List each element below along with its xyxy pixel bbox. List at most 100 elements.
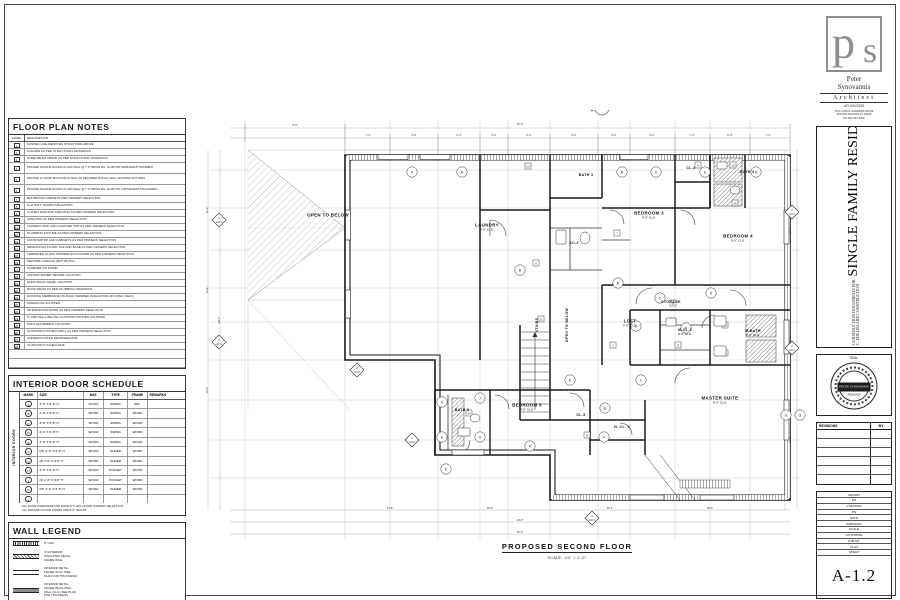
note-description: ROOFING MEMBRANE ON RIGID TAPERED INSULA… [27,294,134,299]
svg-text:13'-2": 13'-2" [205,387,209,394]
revision-description[interactable] [817,457,871,466]
revision-row[interactable] [817,457,891,467]
sheet-info-value: 03/05/2021 [817,521,891,527]
door-remarks [148,428,185,437]
revision-row[interactable] [817,439,891,449]
door-schedule-title: INTERIOR DOOR SCHEDULE [9,376,185,392]
revision-by[interactable] [871,466,891,474]
room-name: BATH 4 [739,170,755,174]
door-mark: H [20,466,38,475]
revision-row[interactable] [817,430,891,440]
door-size: 2'-4" X 6'-8" H [38,428,84,437]
revision-row[interactable] [817,475,891,485]
svg-text:34'-0": 34'-0" [517,518,524,522]
note-description: TEMPERED GLASS SHOWER ENCLOSURE AS PER O… [27,252,134,257]
title-block: p s Peter Synovannis Architect AR 001333… [816,12,892,599]
svg-text:7'-4": 7'-4" [365,133,370,137]
sheet-info-value: PS [817,498,891,504]
note-mark: 20 [9,287,25,293]
svg-text:9: 9 [586,434,588,438]
note-mark: 14 [9,245,25,251]
svg-text:11'-4": 11'-4" [788,227,792,233]
note-mark: 8 [9,203,25,209]
svg-text:9'-8": 9'-8" [411,133,416,137]
svg-text:7: 7 [616,232,618,236]
room-ceiling-height: 9'-0" CLG. [622,323,638,328]
door-col-type: TYPE [104,392,128,399]
note-description: LAUNDRY SINK AND COUNTER TOP AS PER OWNE… [27,224,124,229]
svg-text:B: B [604,406,607,410]
sheet-info-label: SCALE [817,527,891,533]
revision-description[interactable] [817,466,871,475]
floor-plan-notes-title: FLOOR PLAN NOTES [9,119,185,135]
svg-text:21: 21 [539,318,543,322]
revision-by[interactable] [871,439,891,447]
door-mark: J [20,475,38,485]
revision-description[interactable] [817,430,871,439]
note-description: UNDERCOUNTER REFRIGERATOR [27,336,78,341]
sheet-info-label: JOB NO. [817,539,891,545]
note-description: OVERFLOW SCUPPER [27,301,61,306]
address-line-2: WILTON MANORS FL 33306 [836,113,872,117]
revision-by[interactable] [871,475,891,484]
svg-text:E: E [704,170,707,174]
revision-description[interactable] [817,475,871,485]
wall-type-swatch [13,570,39,576]
door-side-text: INTERIOR DOORS [12,429,16,466]
revision-description[interactable] [817,448,871,457]
note-description: PROVIDE SOLID BLOCKING IN CMU WALL @ 7'-… [27,165,154,169]
revision-by[interactable] [871,457,891,465]
revision-by[interactable] [871,448,891,456]
logo-letter-p: p [832,17,855,68]
revision-row[interactable] [817,448,891,458]
svg-text:8'-0": 8'-0" [727,133,732,137]
floor-plan-notes-header: MARK DESCRIPTION [9,135,185,142]
svg-text:A3.1: A3.1 [789,348,795,352]
door-type: SLIDER [104,485,128,494]
door-material: WOOD [84,447,104,456]
room-label: OPEN TO BELOW [307,213,349,218]
note-description: COLUMN AS PER STRUCTURAL DRAWINGS [27,149,91,154]
door-remarks [148,438,185,447]
project-prefix-line-2: C. EDELWAARD CONSTRUCTION [855,284,861,346]
note-description: 8" CMU WALL BELOW OUTDOOR KITCHEN COUNTE… [27,315,105,320]
room-name: M-CL-2 [678,328,692,332]
door-material: WOOD [84,428,104,437]
note-description: PROVIDE 2x WOOD BLOCKING IN WALL AS REQU… [27,176,146,180]
professional-seal-icon: PETER SYNOVANNIS AR0013339 [830,362,878,410]
revision-by[interactable] [871,430,891,438]
revision-description[interactable] [817,439,871,448]
svg-text:A3.1: A3.1 [216,220,222,224]
address-line-1: 2514 CORAL GARDENS DRIVE [834,109,874,113]
door-material: WOOD [84,399,104,409]
revision-row[interactable] [817,466,891,476]
note-mark: 24 [9,315,25,321]
note-description: COUNTERTOP AND CABINETS AS PER OWNERS SE… [27,238,116,243]
svg-text:1: 1 [591,514,593,518]
door-size: (2) 2'-6" X 6'-8" H [38,475,84,485]
room-ceiling-height: 9'-0" CLG. [712,400,728,405]
note-mark: 11 [9,224,25,230]
door-mark: K [20,485,38,494]
door-remarks [148,476,185,485]
door-type [104,494,128,504]
svg-text:11: 11 [671,302,674,306]
architect-first-name: Peter [846,75,862,83]
room-ceiling-height: 9'-0" CLG. [677,332,693,336]
floor-plan-drawing: A A B C E D B D C D C D C D B J H H E F [190,110,815,550]
